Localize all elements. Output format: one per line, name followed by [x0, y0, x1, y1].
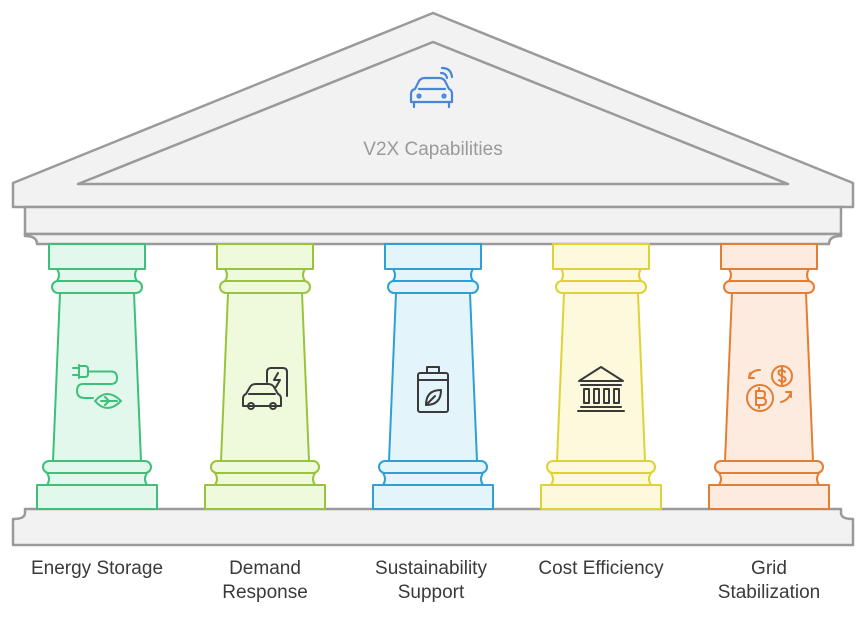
ev-charging-car-icon: [242, 367, 288, 410]
pillar-neck: [56, 268, 138, 282]
pillar-top-ring: [219, 280, 311, 294]
pillar-bottom-ring: [546, 460, 656, 474]
pillar-neck: [224, 268, 306, 282]
temple-base: [11, 507, 855, 547]
pillar-demand-response: [204, 243, 326, 510]
pillar-capital: [216, 243, 314, 270]
label-line: Response: [222, 582, 308, 603]
label-line: Stabilization: [717, 582, 821, 603]
pillar-bottom-ring: [210, 460, 320, 474]
pillar-label-cost-efficiency: Cost Efficiency: [521, 557, 681, 581]
pillar-neck: [392, 268, 474, 282]
pillar-plinth: [372, 484, 494, 510]
pillar-capital: [720, 243, 818, 270]
pillar-top-ring: [723, 280, 815, 294]
label-line: Support: [397, 582, 465, 603]
entablature: [23, 205, 843, 246]
pillar-plinth: [36, 484, 158, 510]
pillar-grid-stabilization: [708, 243, 830, 510]
pillar-label-demand-response: Demand Response: [185, 557, 345, 605]
label-line: Demand: [229, 558, 301, 579]
pillar-capital: [48, 243, 146, 270]
label-line: Energy Storage: [30, 558, 164, 579]
pillar-capital: [384, 243, 482, 270]
pillar-bottom-ring: [714, 460, 824, 474]
pillar-shaft: [388, 292, 478, 462]
pillar-base-neck: [214, 472, 316, 486]
pillar-bottom-ring: [42, 460, 152, 474]
pillar-shaft: [556, 292, 646, 462]
diagram-title: V2X Capabilities: [363, 139, 502, 160]
pillar-base-neck: [718, 472, 820, 486]
pillar-top-ring: [51, 280, 143, 294]
roof: V2X Capabilities: [11, 11, 855, 209]
pillar-base-neck: [46, 472, 148, 486]
currency-exchange-icon: [746, 365, 793, 412]
pillars: [36, 243, 830, 510]
pillar-cost-efficiency: [540, 243, 662, 510]
plug-leaf-icon: [72, 364, 122, 409]
pillar-neck: [728, 268, 810, 282]
pillar-energy-storage: [36, 243, 158, 510]
pillar-label-energy-storage: Energy Storage: [17, 557, 177, 581]
pillar-shaft: [724, 292, 814, 462]
pillar-capital: [552, 243, 650, 270]
eco-battery-icon: [417, 366, 449, 413]
pillar-label-sustainability-support: Sustainability Support: [351, 557, 511, 605]
bank-icon: [577, 366, 625, 412]
label-line: Sustainability: [375, 558, 487, 579]
pillar-plinth: [204, 484, 326, 510]
pillar-shaft: [52, 292, 142, 462]
pillar-sustainability-support: [372, 243, 494, 510]
pediment-inner: [76, 40, 790, 186]
pillar-top-ring: [555, 280, 647, 294]
pillar-shaft: [220, 292, 310, 462]
pillar-base-neck: [550, 472, 652, 486]
pillar-label-grid-stabilization: Grid Stabilization: [689, 557, 849, 605]
pillar-base-neck: [382, 472, 484, 486]
label-line: Grid: [751, 558, 787, 579]
pillar-top-ring: [387, 280, 479, 294]
pillar-bottom-ring: [378, 460, 488, 474]
pillar-neck: [560, 268, 642, 282]
label-line: Cost Efficiency: [538, 558, 664, 579]
connected-car-icon: [409, 66, 454, 109]
pillar-plinth: [708, 484, 830, 510]
pillar-plinth: [540, 484, 662, 510]
